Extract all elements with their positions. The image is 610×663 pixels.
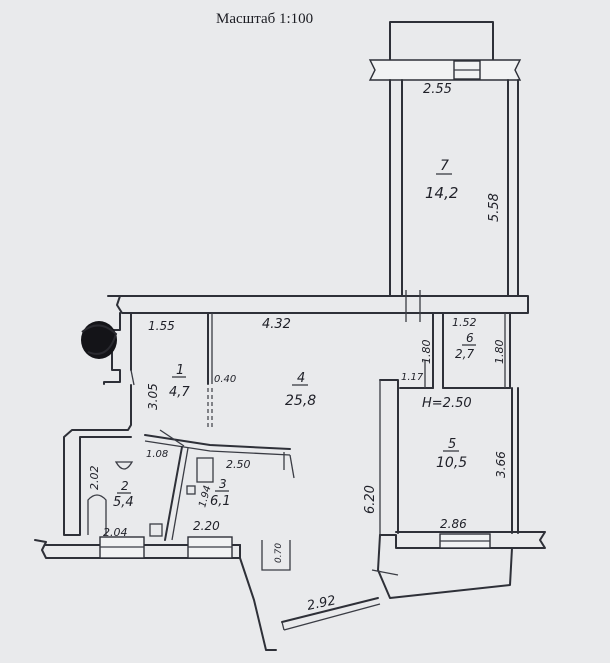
room-2-number: 2 xyxy=(121,479,129,493)
room-1-number: 1 xyxy=(176,363,184,378)
right-walls xyxy=(379,312,519,535)
interior-walls xyxy=(87,312,295,541)
room-5-number: 5 xyxy=(448,437,456,452)
room-5-dim-right: 3.66 xyxy=(494,451,508,478)
balcony-slab xyxy=(368,59,522,81)
room-4-number: 4 xyxy=(297,371,305,386)
ceiling-height: H=2.50 xyxy=(422,396,472,411)
room-4-dim-top: 4.32 xyxy=(262,317,291,332)
room-2-dim-left: 2.02 xyxy=(88,466,101,491)
room-6-dim-right: 1.80 xyxy=(493,340,506,365)
sink-fixture xyxy=(114,461,134,470)
main-wall xyxy=(107,290,529,322)
stove-fixture xyxy=(196,457,214,483)
room-5-dim-bottom: 2.86 xyxy=(440,517,467,531)
room-6-dim-top: 1.52 xyxy=(452,316,477,329)
room-7-walls xyxy=(368,21,522,296)
stair-width: 0.70 xyxy=(274,543,284,563)
room-labels: 7 14,2 5.58 2.55 1 4,7 1.55 3.05 4 25,8 … xyxy=(88,82,508,614)
room-1-area: 4,7 xyxy=(169,385,190,400)
room-4-dim-right: 6.20 xyxy=(363,485,378,514)
room-5-area: 10,5 xyxy=(436,455,467,471)
bottom-walls xyxy=(34,531,546,651)
room-7-area: 14,2 xyxy=(425,184,458,202)
room-4-area: 25,8 xyxy=(285,393,316,409)
room-3-area: 6,1 xyxy=(210,494,231,509)
room-7-dim-right: 5.58 xyxy=(487,193,502,222)
room-1-dim-side: 3.05 xyxy=(146,383,160,410)
room-6-number: 6 xyxy=(466,331,474,345)
room-3-dim-bottom: 2.20 xyxy=(193,519,220,533)
room-4-dim-bottom: 2.92 xyxy=(306,593,337,614)
room-2-dim-bottom: 2.04 xyxy=(103,526,128,539)
room-6-dim-left: 1.80 xyxy=(420,340,433,365)
toilet-fixture xyxy=(149,523,163,537)
room-4-dim-small: 0.40 xyxy=(214,374,236,385)
room-3-number: 3 xyxy=(219,477,227,491)
room-6-area: 2,7 xyxy=(455,347,474,361)
bathtub-fixture xyxy=(87,494,107,535)
corridor-dim: 1.08 xyxy=(146,449,168,460)
scale-title: Масштаб 1:100 xyxy=(216,11,313,27)
left-walls xyxy=(63,312,135,536)
scribble-mark xyxy=(81,321,118,359)
room-7-number: 7 xyxy=(440,158,449,174)
room-2-area: 5,4 xyxy=(113,495,134,510)
door-dim: 1.17 xyxy=(401,372,424,383)
fixture-small xyxy=(186,485,196,495)
room-1-dim-top: 1.55 xyxy=(148,319,175,333)
room-3-dim-top: 2.50 xyxy=(226,458,251,471)
balcony-width: 2.55 xyxy=(423,82,452,97)
